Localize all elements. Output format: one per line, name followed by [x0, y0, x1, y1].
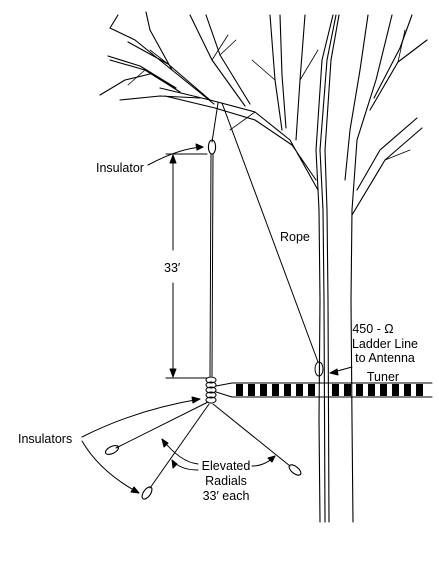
radials-label-line-1: Elevated	[202, 459, 251, 473]
ladder-line-rungs	[236, 384, 423, 396]
rope-line-to-insulator	[211, 102, 219, 143]
ladder-line-rung	[260, 384, 267, 396]
ladder-line-rung	[368, 384, 375, 396]
rope-label: Rope	[280, 230, 310, 244]
radials-label-line-3: 33′ each	[203, 489, 250, 503]
radials-label-line-2: Radials	[205, 474, 247, 488]
ladder-line-rung	[284, 384, 291, 396]
top-insulator-icon	[207, 139, 217, 155]
ladder-line-label-line-3: to Antenna	[355, 351, 415, 365]
radial-insulator-bottom-icon	[141, 486, 153, 500]
tree-trunk	[315, 14, 393, 523]
ladder-line	[215, 382, 433, 398]
insulator-label: Insulator	[96, 161, 144, 175]
radial-insulator-left-icon	[104, 445, 120, 455]
ladder-line-rung	[308, 384, 315, 396]
ladder-line-label-line-2: Ladder Line	[352, 337, 418, 351]
ladder-line-label-line-4: Tuner	[367, 370, 399, 384]
ladder-line-rung	[344, 384, 351, 396]
ladder-line-rung	[392, 384, 399, 396]
ladder-line-rung	[236, 384, 243, 396]
ladder-line-rung	[272, 384, 279, 396]
insulators-label: Insulators	[18, 432, 72, 446]
coil-icon	[205, 376, 217, 404]
rope-tie-loop	[314, 361, 324, 377]
rope	[211, 102, 324, 377]
tree-twigs	[127, 29, 411, 161]
tree-branch-right	[344, 14, 428, 216]
ladder-line-label-line-1: 450 - Ω	[352, 322, 393, 336]
height-dimension	[165, 153, 208, 379]
height-dimension-label: 33′	[164, 261, 181, 275]
radial-insulator-right-icon	[288, 464, 302, 476]
radial-right	[212, 403, 291, 467]
ladder-line-rung	[380, 384, 387, 396]
tree	[99, 11, 428, 523]
rope-line-to-trunk	[221, 102, 319, 363]
ladder-line-rung	[356, 384, 363, 396]
ladder-line-rung	[332, 384, 339, 396]
ladder-line-rung	[416, 384, 423, 396]
ladder-line-rung	[404, 384, 411, 396]
vertical-antenna-wire	[209, 153, 214, 377]
ladder-line-rung	[296, 384, 303, 396]
radials	[115, 401, 291, 489]
ladder-line-rung	[248, 384, 255, 396]
radial-left	[115, 401, 209, 449]
callout-leaders	[81, 143, 353, 494]
radial-bottom	[149, 403, 210, 489]
